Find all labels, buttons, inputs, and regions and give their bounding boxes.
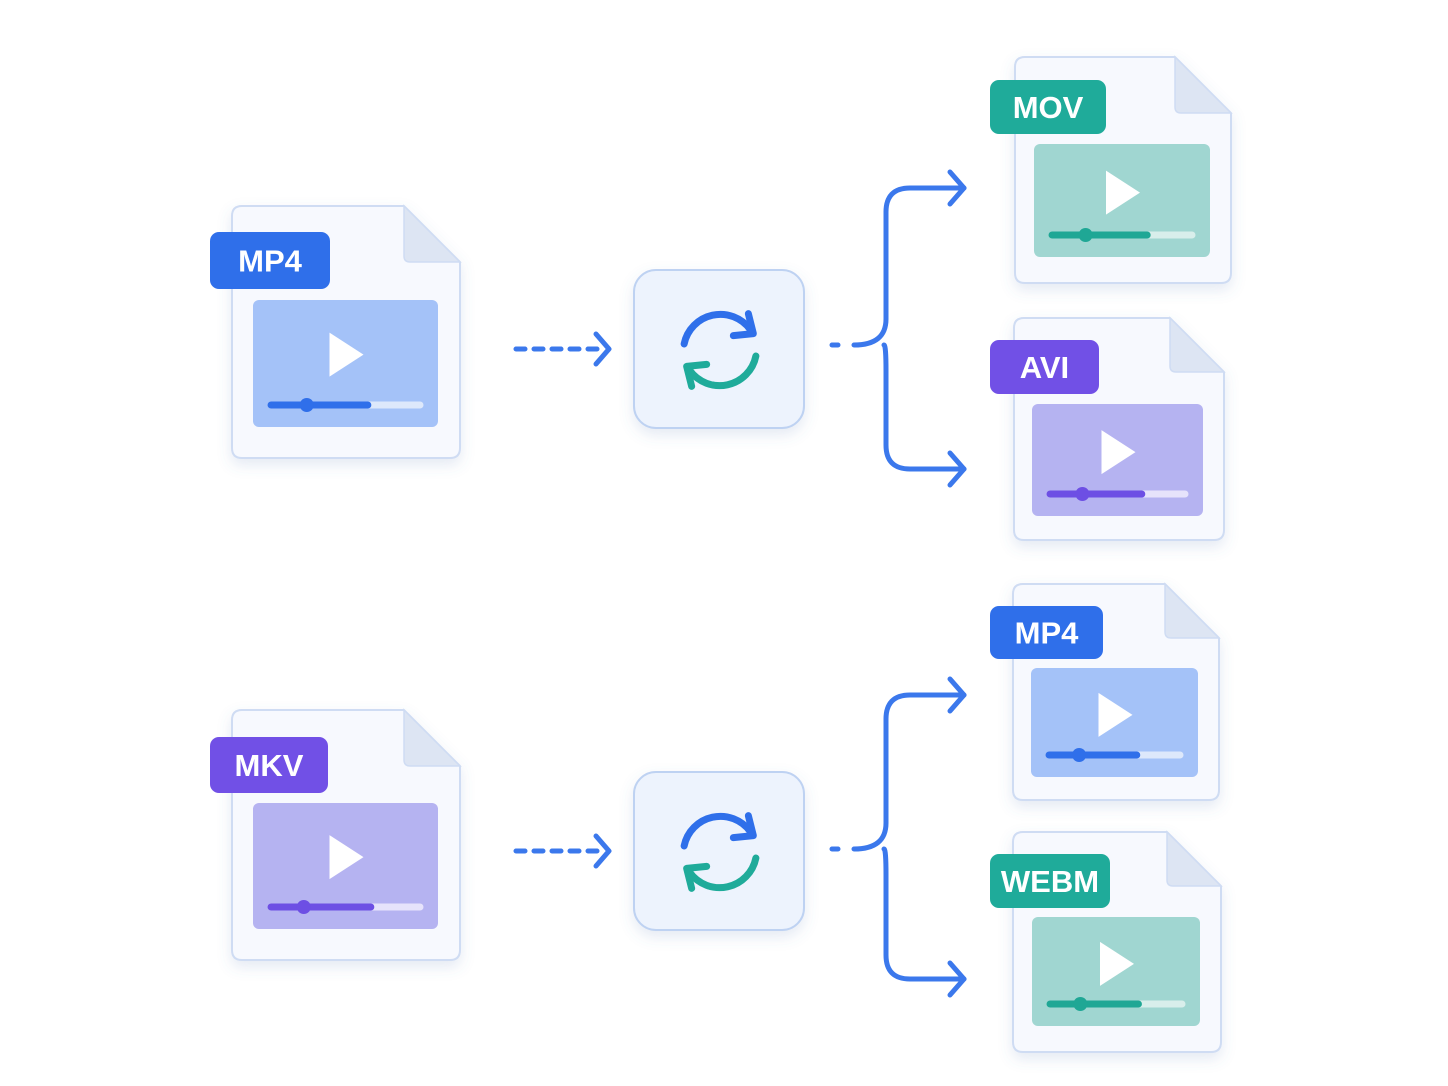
output-file: AVI [990,316,1226,541]
output-file: WEBM [990,830,1223,1053]
converter-box [633,771,805,931]
playhead [1078,228,1093,242]
playhead [299,398,314,412]
play-icon [1098,692,1133,737]
play-icon [329,332,364,377]
format-badge [990,340,1099,394]
branch-connector [851,692,967,982]
format-label: MOV [1013,90,1084,125]
play-icon [1106,170,1140,215]
format-badge [210,232,330,289]
playhead [1073,997,1088,1011]
playhead [296,900,311,914]
format-label: MP4 [238,244,303,279]
source-file: MKV [210,708,462,961]
output-file: MP4 [990,582,1221,801]
format-label: AVI [1020,350,1069,385]
file-fold [403,204,462,263]
format-label: WEBM [1001,864,1099,899]
format-label: MP4 [1015,616,1080,651]
file-fold [403,708,462,767]
branch-connector [851,185,967,472]
sync-icon [680,310,760,390]
file-fold [1166,830,1223,887]
arrow-right-icon [947,960,967,998]
file-fold [1164,582,1221,639]
play-icon [329,835,364,880]
format-label: MKV [235,748,304,783]
format-badge [990,606,1103,659]
format-badge [990,80,1106,134]
sync-icon [680,812,760,892]
source-file: MP4 [210,204,462,459]
play-icon [1100,941,1134,986]
arrow-right-icon [593,833,612,869]
playhead [1072,748,1087,762]
conversion-row: MP4 MOV AVI [210,55,1233,541]
arrow-right-icon [947,450,967,488]
format-badge [210,737,328,793]
file-fold [1174,55,1233,114]
converter-box [633,269,805,429]
arrow-right-icon [947,169,967,207]
arrow-right-icon [593,331,612,367]
output-file: MOV [990,55,1233,284]
play-icon [1101,430,1136,475]
playhead [1075,487,1090,501]
file-fold [1169,316,1226,373]
format-badge [990,854,1110,908]
arrow-right-icon [947,676,967,714]
